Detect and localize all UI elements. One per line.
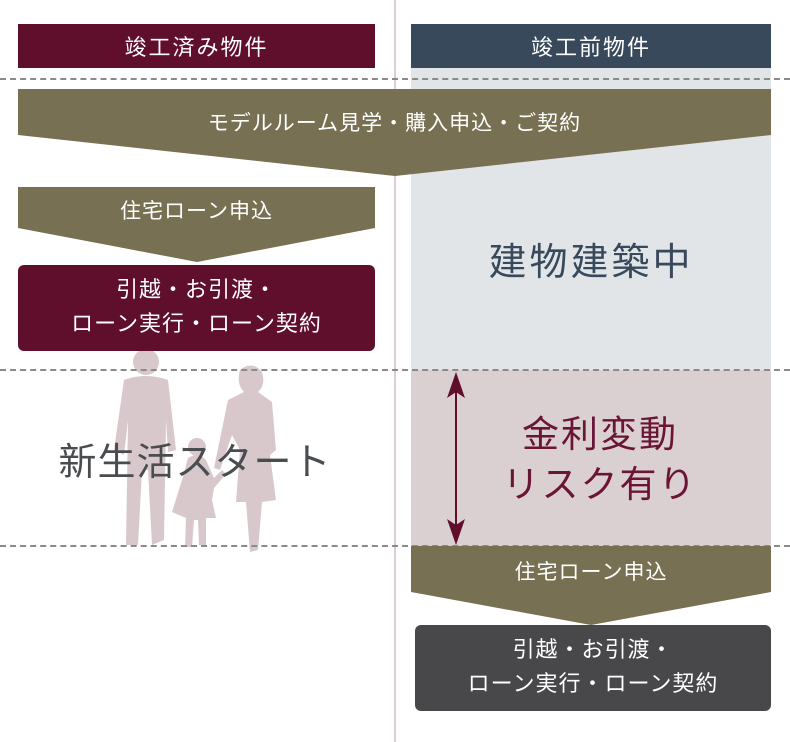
risk-line1: 金利変動 — [522, 413, 678, 456]
divider-dashed-2 — [0, 369, 790, 371]
right-move-line2: ローン実行・ローン契約 — [467, 672, 719, 697]
left-loan-chevron — [18, 187, 375, 262]
left-loan-label: 住宅ローン申込 — [120, 199, 273, 223]
right-loan-step: 住宅ローン申込 — [411, 550, 771, 592]
model-room-step: モデルルーム見学・購入申込・ご契約 — [18, 100, 771, 144]
left-move-line2: ローン実行・ローン契約 — [71, 312, 322, 337]
double-arrow-icon — [447, 372, 465, 545]
divider-dashed-3 — [0, 545, 790, 547]
right-move-line1: 引越・お引渡・ — [512, 638, 674, 663]
right-loan-label: 住宅ローン申込 — [514, 560, 668, 584]
interest-risk-text: 金利変動 リスク有り — [470, 408, 730, 512]
left-move-box: 引越・お引渡・ ローン実行・ローン契約 — [18, 265, 375, 351]
completed-property-label: 竣工済み物件 — [124, 36, 269, 61]
new-life-label: 新生活スタート — [58, 439, 332, 484]
left-loan-step: 住宅ローン申込 — [18, 190, 375, 230]
construction-label: 建物建築中 — [488, 239, 694, 284]
right-move-box: 引越・お引渡・ ローン実行・ローン契約 — [415, 625, 771, 711]
pre-completion-property-header: 竣工前物件 — [411, 24, 771, 68]
column-divider — [394, 0, 396, 742]
left-move-line1: 引越・お引渡・ — [115, 278, 277, 303]
right-loan-chevron — [411, 546, 771, 625]
model-room-chevron — [18, 89, 771, 176]
risk-period-background — [411, 370, 771, 546]
pre-completion-property-label: 竣工前物件 — [530, 36, 651, 61]
completed-property-header: 竣工済み物件 — [18, 24, 375, 68]
risk-line2: リスク有り — [502, 463, 698, 506]
model-room-label: モデルルーム見学・購入申込・ご契約 — [207, 111, 582, 135]
divider-dashed-1 — [0, 78, 790, 80]
